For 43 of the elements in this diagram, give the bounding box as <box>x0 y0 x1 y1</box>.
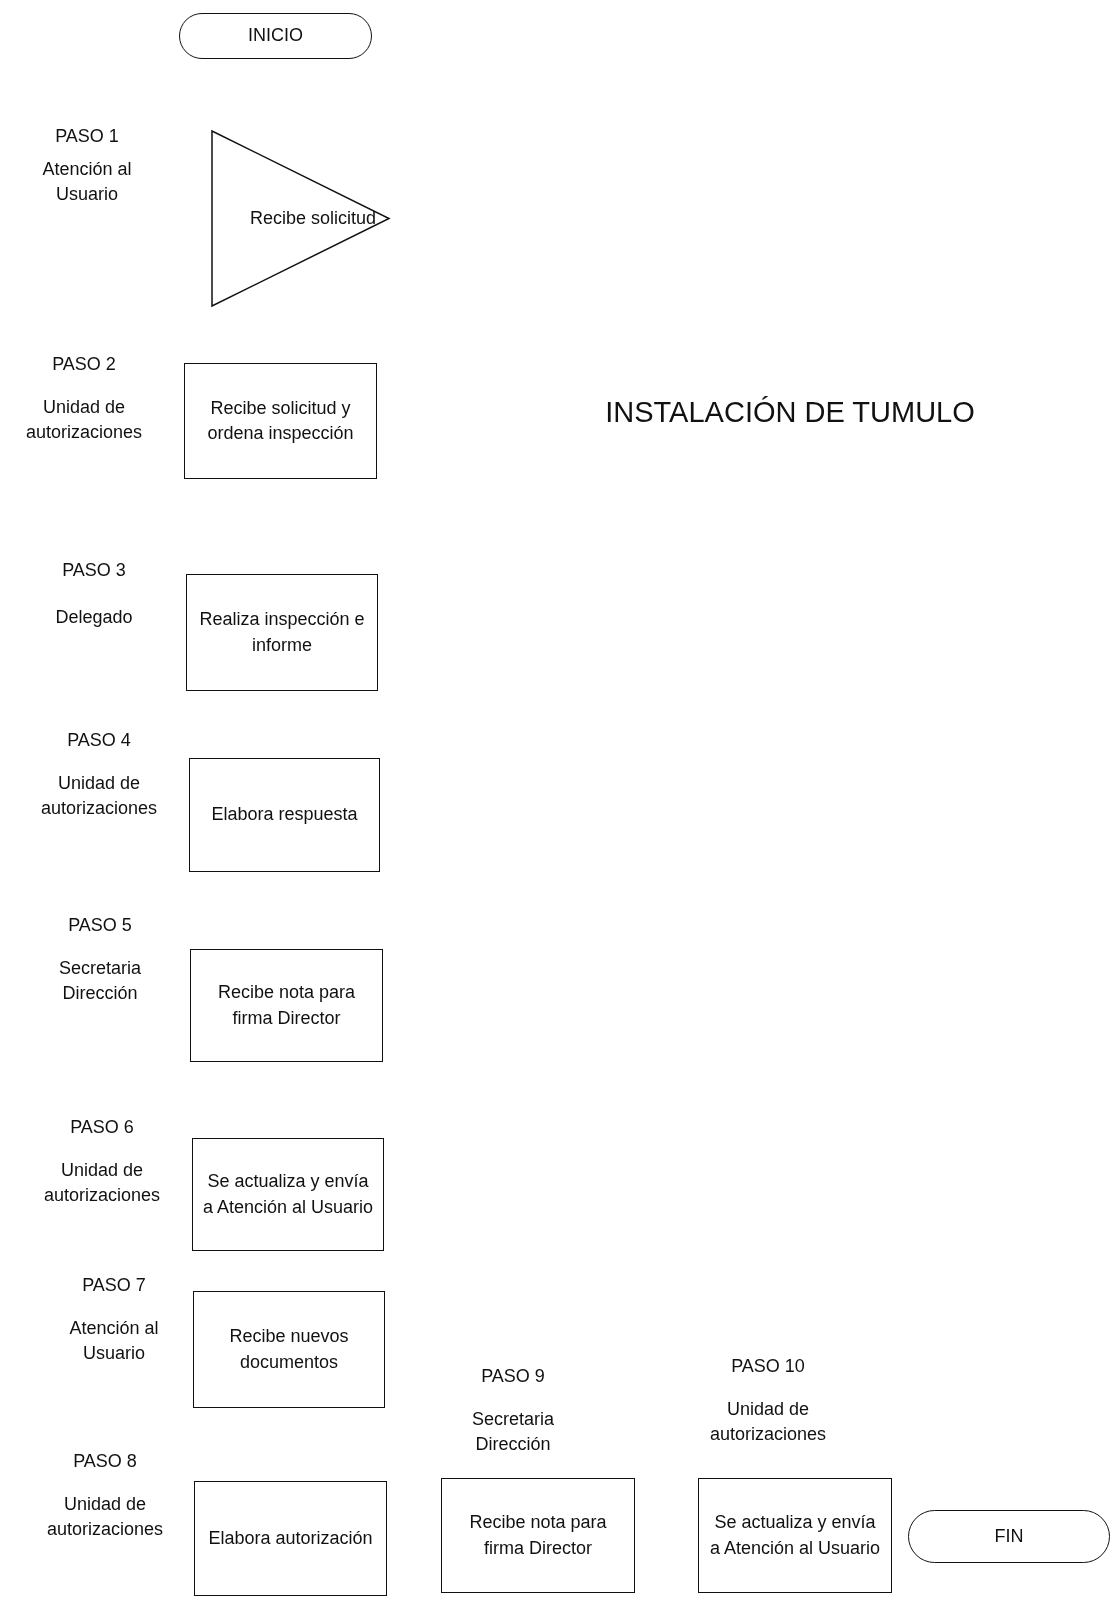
step-number: PASO 2 <box>51 353 117 376</box>
step-text: Realiza inspección e informe <box>198 608 366 657</box>
step-text: Recibe nuevos documentos <box>228 1325 350 1374</box>
step-number: PASO 10 <box>730 1355 806 1378</box>
step-text: Recibe solicitud y ordena inspección <box>206 396 355 445</box>
step-number: PASO 8 <box>72 1450 138 1473</box>
step-number: PASO 4 <box>66 729 132 752</box>
process-box <box>698 1478 892 1593</box>
step-text: Elabora respuesta <box>210 803 359 827</box>
diagram-title: INSTALACIÓN DE TUMULO <box>604 396 976 429</box>
process-box <box>192 1138 384 1251</box>
role-name: Atención al Usuario <box>68 1317 160 1366</box>
step-number: PASO 3 <box>61 559 127 582</box>
step-text: Elabora autorización <box>207 1526 374 1550</box>
role-name: Delegado <box>54 606 134 630</box>
role-name: Atención al Usuario <box>41 158 133 207</box>
role-name: Unidad de autorizaciones <box>45 1493 165 1542</box>
triangle-shape <box>212 131 389 306</box>
process-box <box>441 1478 635 1593</box>
step-number: PASO 5 <box>67 914 133 937</box>
step-text: Se actualiza y envía a Atención al Usuario <box>708 1511 882 1560</box>
step-number: PASO 1 <box>54 125 120 148</box>
step-number: PASO 9 <box>480 1365 546 1388</box>
process-box <box>190 949 383 1062</box>
role-name: Unidad de autorizaciones <box>39 772 159 821</box>
process-box <box>194 1481 387 1596</box>
role-name: Secretaria Dirección <box>57 957 142 1006</box>
step-text: Recibe nota para firma Director <box>468 1511 608 1560</box>
role-name: Unidad de autorizaciones <box>708 1398 828 1447</box>
step-text: Recibe solicitud <box>249 206 378 230</box>
step-text: Se actualiza y envía a Atención al Usuario <box>201 1170 375 1219</box>
process-box <box>184 363 377 479</box>
role-name: Secretaria Dirección <box>470 1408 555 1457</box>
step-text: Recibe nota para firma Director <box>216 981 357 1030</box>
step-text: INICIO <box>247 24 304 48</box>
process-box <box>193 1291 385 1408</box>
role-name: Unidad de autorizaciones <box>42 1159 162 1208</box>
step-text: FIN <box>993 1524 1025 1548</box>
step-number: PASO 7 <box>81 1274 147 1297</box>
process-box <box>189 758 380 872</box>
process-box <box>186 574 378 691</box>
step-number: PASO 6 <box>69 1116 135 1139</box>
role-name: Unidad de autorizaciones <box>24 396 144 445</box>
